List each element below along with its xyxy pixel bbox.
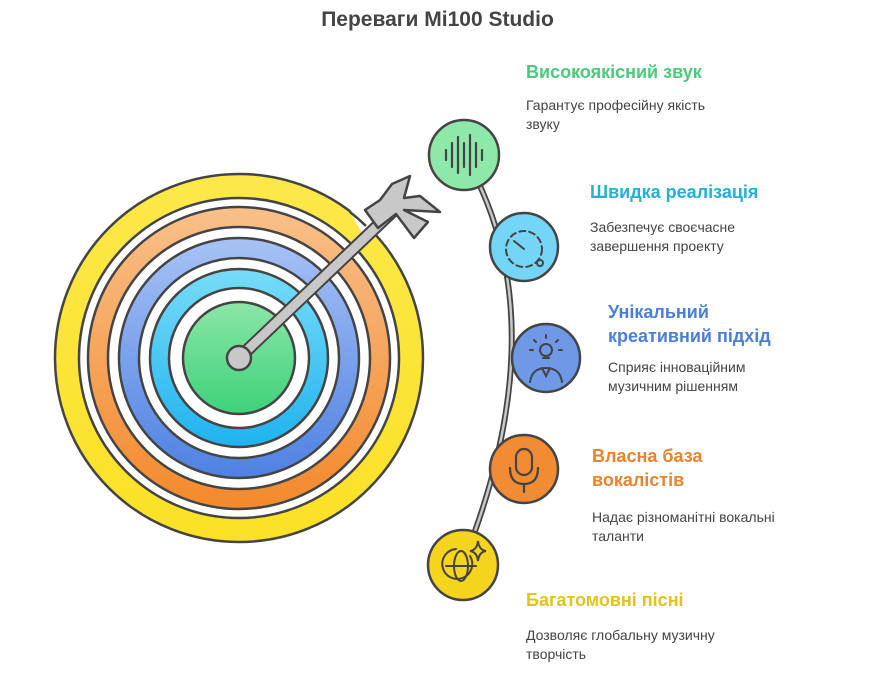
feature-item-creative-approach: Унікальний креативний підхід Сприяє інно… <box>608 300 868 396</box>
feature-title: Багатомовні пісні <box>526 590 684 610</box>
feature-title: Власна база вокалістів <box>592 446 703 490</box>
arrow-tip <box>225 344 253 372</box>
feature-item-vocalist-base: Власна база вокалістів Надає різноманітн… <box>592 444 852 546</box>
feature-title: Швидка реалізація <box>590 182 759 202</box>
lightbulb-person-icon <box>529 334 563 383</box>
feature-description: Гарантує професійну якість звуку <box>526 97 706 132</box>
feature-description: Надає різноманітні вокальні таланти <box>592 509 775 544</box>
feature-item-high-quality-sound: Високоякісний звук Гарантує професійну я… <box>526 60 786 134</box>
feature-description: Сприяє інноваційним музичним рішенням <box>608 359 746 394</box>
page-title: Переваги Mi100 Studio <box>321 8 554 31</box>
feature-title: Унікальний креативний підхід <box>608 302 771 346</box>
icon-node-2 <box>510 322 582 394</box>
feature-item-multilingual-songs: Багатомовні пісні Дозволяє глобальну муз… <box>526 588 786 664</box>
arrow <box>225 174 442 372</box>
connector-arc <box>460 152 515 566</box>
icon-node-4 <box>426 528 500 602</box>
microphone-icon <box>508 447 540 494</box>
icon-node-1 <box>488 211 560 283</box>
feature-description: Забезпечує своєчасне завершення проекту <box>590 219 736 254</box>
feature-description: Дозволяє глобальну музичну творчість <box>526 627 715 662</box>
feature-title: Високоякісний звук <box>526 62 702 82</box>
feature-item-fast-delivery: Швидка реалізація Забезпечує своєчасне з… <box>590 180 850 256</box>
stopwatch-icon <box>505 230 544 268</box>
icon-node-3 <box>488 433 560 505</box>
icon-node-0 <box>427 118 501 192</box>
arrow-fletching <box>363 174 442 240</box>
globe-sparkle-icon <box>441 540 487 582</box>
soundwave-icon <box>444 133 484 177</box>
